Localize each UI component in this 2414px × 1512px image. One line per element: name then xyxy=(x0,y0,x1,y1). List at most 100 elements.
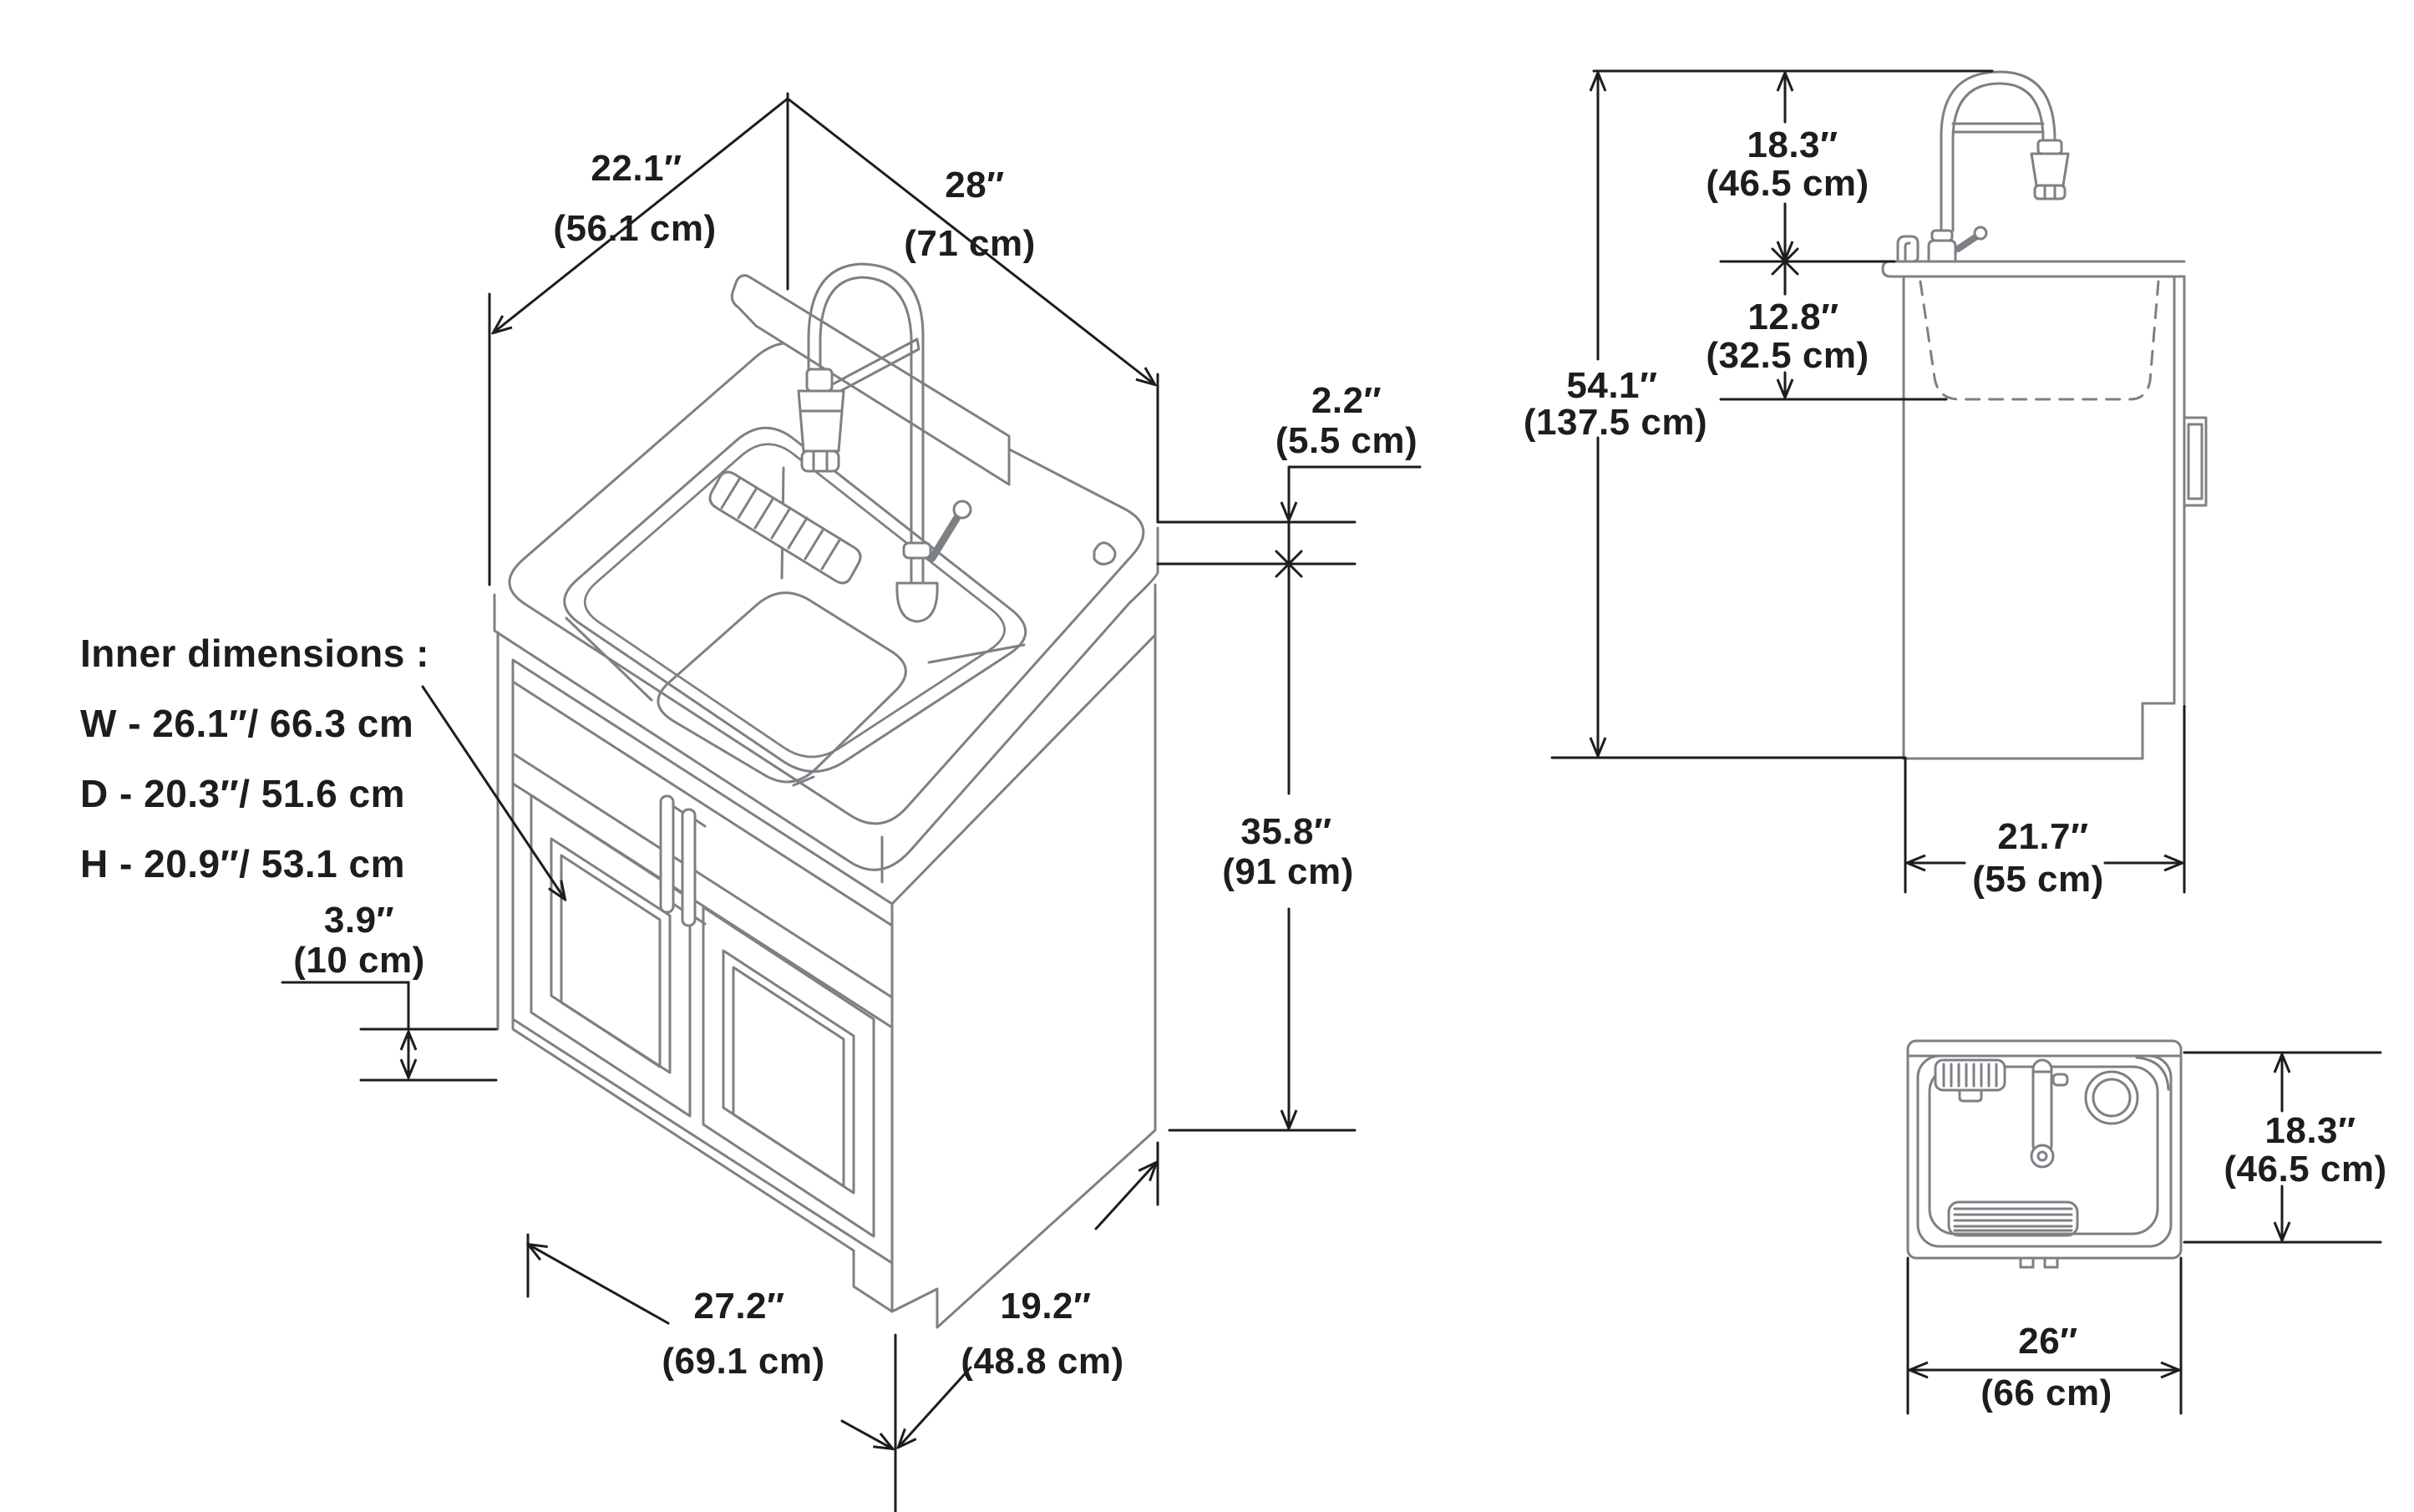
door-handle-right xyxy=(681,808,697,927)
dim-bottom-depth-in: 19.2″ xyxy=(1000,1286,1091,1327)
dim-top-width-cm: (71 cm) xyxy=(904,223,1036,264)
side-faucet-arc-inner xyxy=(1951,82,2045,142)
face-rail xyxy=(511,1017,894,1265)
dim-line-bottom-width-b xyxy=(840,1419,892,1449)
leader-inner-dimensions xyxy=(421,685,565,899)
dim-top-basin-width-cm: (66 cm) xyxy=(1980,1372,2112,1413)
ext-lines-top-width xyxy=(1906,1256,2183,1415)
faucet-lever xyxy=(928,510,963,562)
top-drain-inner xyxy=(2092,1078,2132,1118)
side-back-bracket xyxy=(2183,416,2208,507)
faucet-arc-inner xyxy=(819,276,913,371)
side-back-bracket-inner xyxy=(2187,423,2204,500)
side-faucet-arc-outer xyxy=(1940,70,2056,142)
side-view-dimensions xyxy=(1550,69,2186,894)
side-faucet-collar xyxy=(1930,229,1954,242)
backsplash xyxy=(730,274,1011,486)
side-sprayer-collar xyxy=(2036,139,2063,155)
dim-line-bottom-depth-a xyxy=(1094,1163,1156,1230)
side-faucet-lever xyxy=(1955,232,1981,252)
top-view-dimensions xyxy=(1906,1051,2382,1415)
soap-tray xyxy=(708,470,862,585)
inner-dimensions-title: Inner dimensions : xyxy=(80,632,429,675)
top-faucet-lever xyxy=(2051,1073,2069,1087)
side-cabinet-bottom xyxy=(1902,702,2176,760)
top-drain-outer xyxy=(2084,1070,2139,1125)
top-soap-tray-tab xyxy=(1958,1088,1983,1103)
dim-cabinet-depth-cm: (55 cm) xyxy=(1972,859,2104,900)
dim-bottom-width-cm: (69.1 cm) xyxy=(662,1341,824,1382)
side-backsplash xyxy=(1896,235,1920,263)
faucet-arc-outer xyxy=(807,262,925,371)
sink-rim-band xyxy=(493,571,1159,871)
top-corner-molding xyxy=(2135,1056,2170,1091)
door-right xyxy=(702,906,875,1238)
top-soap-tray xyxy=(1934,1058,2006,1092)
inner-dim-label-w: W xyxy=(80,702,117,745)
top-tab-right xyxy=(2043,1256,2059,1269)
dim-top-basin-width-in: 26″ xyxy=(2018,1321,2078,1362)
handle-feet xyxy=(672,804,707,926)
dim-top-depth-in: 22.1″ xyxy=(591,148,682,189)
sprayer-collar xyxy=(805,368,834,393)
door-left-panel xyxy=(550,837,672,1074)
top-faucet-stem xyxy=(2031,1058,2053,1156)
faucet-lever-knob xyxy=(952,500,972,520)
door-left-panel-bevel xyxy=(560,854,662,1068)
top-soap-tray-ribs xyxy=(1942,1063,1998,1088)
dim-basin-depth-cm: (32.5 cm) xyxy=(1706,335,1869,376)
side-faucet-pipe xyxy=(1940,139,1955,232)
dim-top-depth-cm: (56.1 cm) xyxy=(553,208,716,249)
dim-total-height-in: 54.1″ xyxy=(1566,365,1657,406)
ext-ticks-toe xyxy=(359,1027,498,1082)
top-washboard xyxy=(1947,1200,2079,1237)
side-view-labels: 54.1″ (137.5 cm) 18.3″ (46.5 cm) 12.8″ (… xyxy=(1524,124,2104,900)
side-sprayer-body xyxy=(2030,152,2070,187)
isometric-view xyxy=(493,262,1159,1329)
sprayer-tip-notches xyxy=(812,449,829,473)
dim-faucet-height-cm: (46.5 cm) xyxy=(1706,163,1869,204)
dim-counter-height-cm: (91 cm) xyxy=(1222,851,1354,892)
side-sprayer-notches xyxy=(2043,184,2056,200)
dim-top-basin-depth-cm: (46.5 cm) xyxy=(2224,1149,2386,1190)
dim-line-bottom-depth-b xyxy=(899,1366,972,1447)
side-counter xyxy=(1881,260,2186,278)
basin-floor xyxy=(657,591,907,784)
side-faucet-base xyxy=(1927,239,1957,263)
side-cabinet-edges xyxy=(1902,275,2186,760)
top-view-labels: 18.3″ (46.5 cm) 26″ (66 cm) xyxy=(1980,1110,2386,1413)
faucet-base xyxy=(895,581,939,623)
inner-dim-value-h: - 20.9″/ 53.1 cm xyxy=(108,842,406,885)
faucet-crossbar xyxy=(815,337,920,404)
dim-total-height-cm: (137.5 cm) xyxy=(1524,402,1707,443)
side-sprayer-tip xyxy=(2033,184,2067,200)
dim-line-top-width xyxy=(786,97,1154,384)
inner-dim-value-d: - 20.3″/ 51.6 cm xyxy=(108,772,406,815)
dim-bottom-width-in: 27.2″ xyxy=(693,1286,784,1327)
face-rail xyxy=(511,752,894,999)
overflow-detail xyxy=(1093,541,1117,566)
top-view xyxy=(1906,1039,2183,1269)
door-right-panel xyxy=(722,949,855,1195)
isometric-labels: 22.1″ (56.1 cm) 28″ (71 cm) 2.2″ (5.5 cm… xyxy=(293,148,1417,1382)
ext-ticks-right xyxy=(1156,520,1357,1132)
dim-basin-depth-in: 12.8″ xyxy=(1747,297,1838,337)
top-washboard-ribs xyxy=(1953,1207,2073,1232)
basin-wall-edges xyxy=(565,466,1026,787)
dim-cabinet-depth-in: 21.7″ xyxy=(1997,816,2088,857)
top-rim xyxy=(1916,1054,2173,1248)
inner-dimension-row: D - 20.3″/ 51.6 cm xyxy=(80,759,429,829)
basin-opening xyxy=(563,426,1027,773)
side-basin-hidden xyxy=(1919,280,2160,401)
side-view xyxy=(1881,70,2208,760)
dim-rim-lip-in: 2.2″ xyxy=(1311,380,1382,421)
door-handle-left xyxy=(659,794,675,914)
top-faucet-hose xyxy=(2030,1144,2055,1169)
dim-line-top-depth xyxy=(494,97,789,332)
dim-counter-height-in: 35.8″ xyxy=(1240,811,1331,852)
dim-toe-kick-in: 3.9″ xyxy=(324,900,394,941)
dim-top-width-in: 28″ xyxy=(945,165,1005,205)
dim-faucet-height-in: 18.3″ xyxy=(1747,124,1838,165)
face-rail xyxy=(511,680,894,927)
